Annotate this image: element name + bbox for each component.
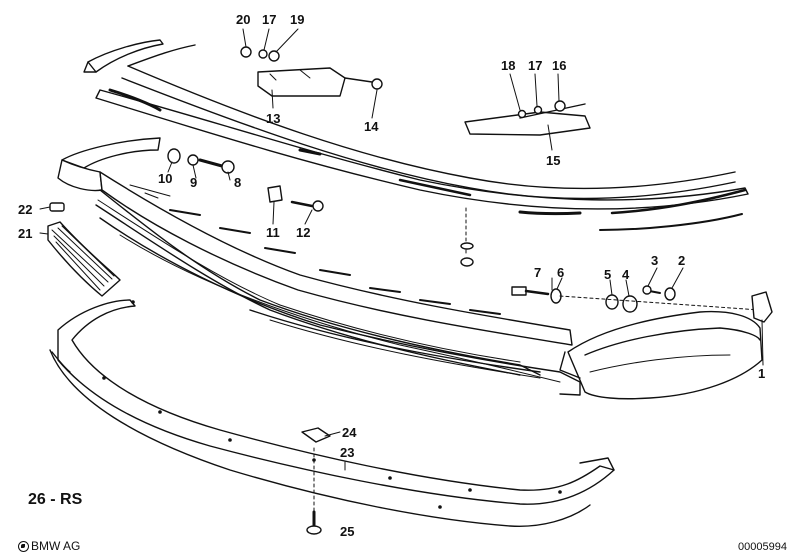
callout-11: 11 — [266, 225, 280, 240]
bracket-13 — [257, 67, 346, 97]
callout-24: 24 — [342, 425, 357, 440]
callout-2: 2 — [678, 253, 686, 268]
upper-trim-moulding — [83, 39, 749, 231]
bolt-7 — [511, 286, 550, 296]
callout-8: 8 — [234, 175, 242, 190]
clip-22 — [49, 202, 65, 212]
callout-18: 18 — [501, 58, 516, 73]
fasteners-2-3-4-5 — [559, 285, 761, 313]
leader-lines — [39, 28, 764, 471]
callout-17-upper: 17 — [262, 12, 277, 27]
clip-11 — [267, 185, 283, 203]
callout-1: 1 — [758, 366, 766, 381]
copyright-icon — [18, 541, 29, 552]
clip-24 — [301, 427, 331, 443]
bracket-15 — [464, 100, 591, 136]
callout-6: 6 — [557, 265, 565, 280]
lower-spoiler — [49, 299, 615, 528]
callout-7: 7 — [534, 265, 542, 280]
screw-25 — [306, 447, 322, 535]
callout-21: 21 — [18, 226, 33, 241]
grille-insert — [47, 221, 121, 297]
callout-12: 12 — [296, 225, 311, 240]
bracket-1 — [751, 291, 773, 323]
callout-13: 13 — [266, 111, 281, 126]
nuts-center — [460, 207, 474, 267]
callout-22: 22 — [18, 202, 33, 217]
callout-16: 16 — [552, 58, 567, 73]
callout-10: 10 — [158, 171, 173, 186]
copyright: BMW AG — [18, 539, 80, 553]
callout-20: 20 — [236, 12, 251, 27]
fasteners-upper — [240, 46, 280, 62]
fasteners-8-9-10 — [167, 148, 235, 174]
callout-23: 23 — [340, 445, 355, 460]
callout-3: 3 — [651, 253, 659, 268]
bolt-14 — [344, 77, 383, 90]
diagram-number: 00005994 — [738, 541, 787, 553]
bumper-body — [57, 137, 763, 400]
callout-9: 9 — [190, 175, 198, 190]
copyright-text: BMW AG — [31, 539, 81, 553]
variant-label: 26 - RS — [28, 491, 83, 508]
callout-25: 25 — [340, 524, 355, 539]
screw-12 — [290, 200, 324, 212]
callout-14: 14 — [364, 119, 379, 134]
callout-4: 4 — [622, 267, 630, 282]
callout-15: 15 — [546, 153, 561, 168]
callout-5: 5 — [604, 267, 612, 282]
callout-19: 19 — [290, 12, 305, 27]
callout-17-right: 17 — [528, 58, 543, 73]
